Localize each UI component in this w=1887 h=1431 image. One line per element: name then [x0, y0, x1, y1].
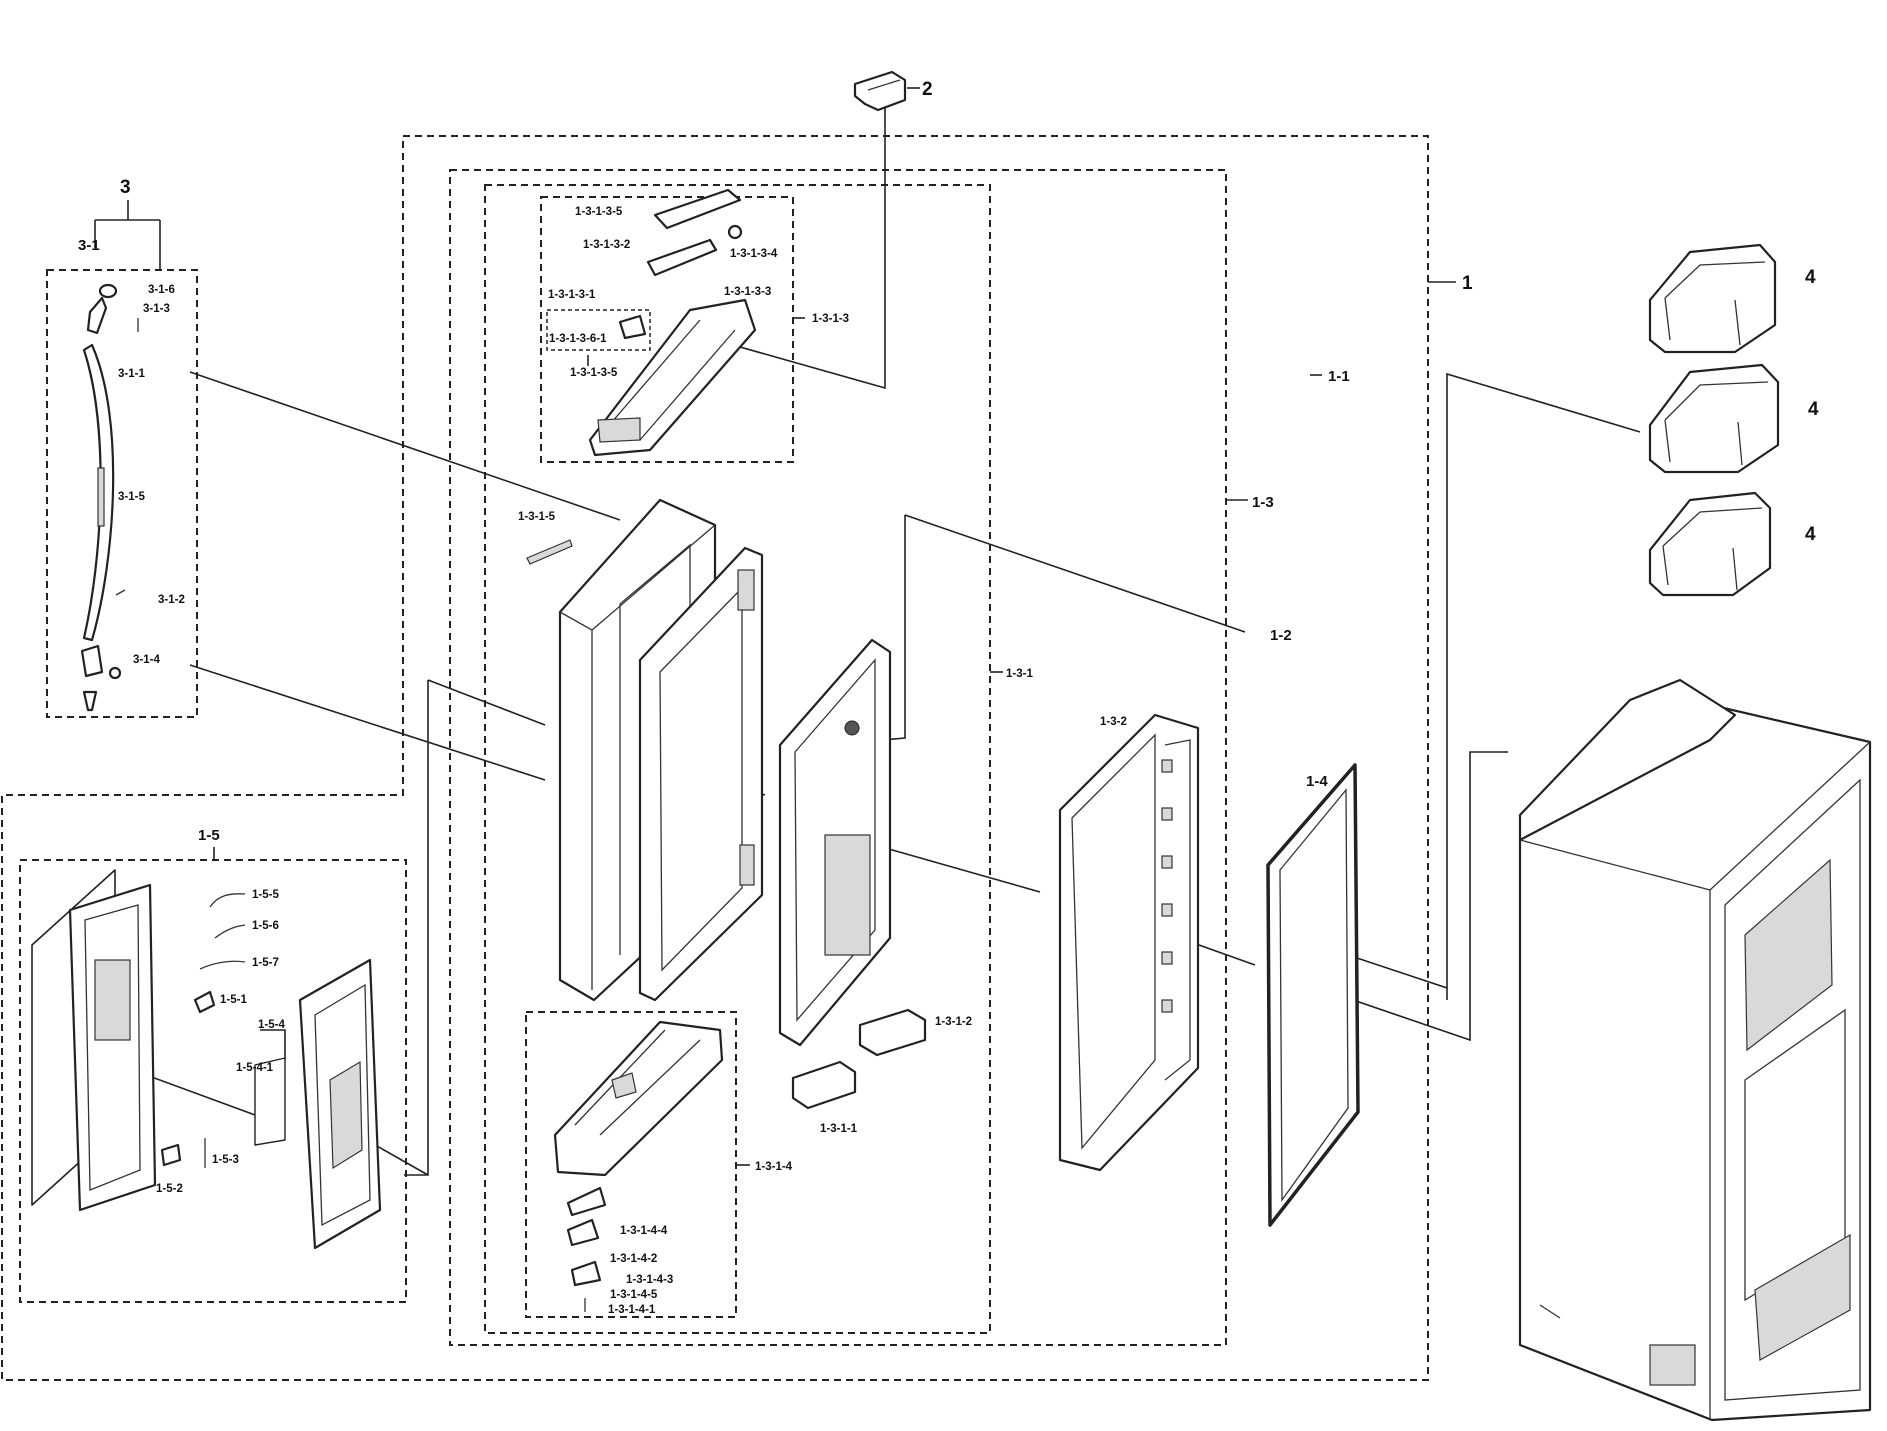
label-1-3-1-1: 1-3-1-1	[820, 1123, 858, 1135]
label-1-5: 1-5	[198, 827, 220, 844]
label-3-1-6: 3-1-6	[148, 284, 175, 296]
group-box-1-5	[19, 859, 407, 1303]
group-box-1-3	[449, 169, 1227, 1346]
label-1: 1	[1462, 273, 1473, 294]
label-2: 2	[922, 79, 933, 100]
part-4-bins	[1648, 243, 1780, 597]
label-1-2: 1-2	[1270, 627, 1292, 644]
label-4-c: 4	[1805, 524, 1816, 545]
label-1-3-1-3-3: 1-3-1-3-3	[724, 286, 771, 298]
label-1-5-1: 1-5-1	[220, 994, 247, 1006]
label-1-3-1-4-4: 1-3-1-4-4	[620, 1225, 668, 1237]
label-1-3-1-4-5: 1-3-1-4-5	[610, 1289, 658, 1301]
label-1-5-4: 1-5-4	[258, 1019, 285, 1031]
group-box-3-1	[46, 269, 198, 718]
label-1-3-1-3-1: 1-3-1-3-1	[548, 289, 596, 301]
label-1-5-4-1: 1-5-4-1	[236, 1062, 274, 1074]
label-1-3-1-5: 1-3-1-5	[518, 511, 556, 523]
label-1-3-2: 1-3-2	[1100, 716, 1127, 728]
bin-2	[1648, 363, 1780, 474]
callout-labels: 2 3 3-1 3-1-6 3-1-3 3-1-1 3-1-5 3-1-2 3-…	[78, 79, 1819, 1316]
part-3-1-handle	[80, 283, 139, 712]
part-2-cover	[853, 70, 907, 112]
label-3: 3	[120, 177, 131, 198]
label-1-3: 1-3	[1252, 494, 1274, 511]
label-1-1: 1-1	[1328, 368, 1350, 385]
label-1-3-1-3-5b: 1-3-1-3-5	[570, 367, 618, 379]
label-1-5-6: 1-5-6	[252, 920, 279, 932]
label-1-3-1: 1-3-1	[1006, 668, 1033, 680]
label-1-3-1-2: 1-3-1-2	[935, 1016, 972, 1028]
bin-3	[1648, 491, 1772, 597]
label-1-3-1-3-4: 1-3-1-3-4	[730, 248, 778, 260]
label-1-5-3: 1-5-3	[212, 1154, 239, 1166]
label-4-a: 4	[1805, 267, 1816, 288]
label-4-b: 4	[1808, 399, 1819, 420]
liner-ribs	[1161, 759, 1173, 1013]
group-box-1-3-1-3-6	[546, 309, 651, 351]
part-1-3-1-frame	[638, 546, 764, 1002]
label-3-1-2: 3-1-2	[158, 594, 185, 606]
part-1-5-assembly	[31, 869, 382, 1250]
label-1-3-1-3: 1-3-1-3	[812, 313, 849, 325]
label-1-5-2: 1-5-2	[156, 1183, 183, 1195]
label-1-3-1-3-6-1: 1-3-1-3-6-1	[549, 333, 607, 345]
part-1-3-1-4-lower	[553, 1020, 724, 1312]
label-3-1-3: 3-1-3	[143, 303, 170, 315]
part-1-3-2-liner	[1058, 713, 1200, 1172]
part-1-3-1-3-housing	[588, 188, 757, 457]
label-1-3-1-4-3: 1-3-1-4-3	[626, 1274, 673, 1286]
label-1-3-1-4-2: 1-3-1-4-2	[610, 1253, 657, 1265]
group-box-1	[1, 135, 1429, 1381]
group-box-1-3-1-3	[540, 196, 794, 463]
label-3-1-1: 3-1-1	[118, 368, 145, 380]
part-1-3-1-back	[778, 638, 927, 1110]
label-1-3-1-4-1: 1-3-1-4-1	[608, 1304, 656, 1316]
bin-1	[1648, 243, 1777, 354]
label-1-5-5: 1-5-5	[252, 889, 279, 901]
label-3-1: 3-1	[78, 237, 100, 254]
label-3-1-4: 3-1-4	[133, 654, 160, 666]
label-1-5-7: 1-5-7	[252, 957, 279, 969]
label-1-4: 1-4	[1306, 773, 1328, 790]
label-1-3-1-4: 1-3-1-4	[755, 1161, 793, 1173]
label-3-1-5: 3-1-5	[118, 491, 145, 503]
fridge-cabinet	[1518, 678, 1872, 1422]
group-box-1-3-1	[484, 184, 991, 1334]
label-1-3-1-3-2: 1-3-1-3-2	[583, 239, 630, 251]
part-1-4-gasket	[1266, 763, 1360, 1227]
label-1-3-1-3-5a: 1-3-1-3-5	[575, 206, 623, 218]
